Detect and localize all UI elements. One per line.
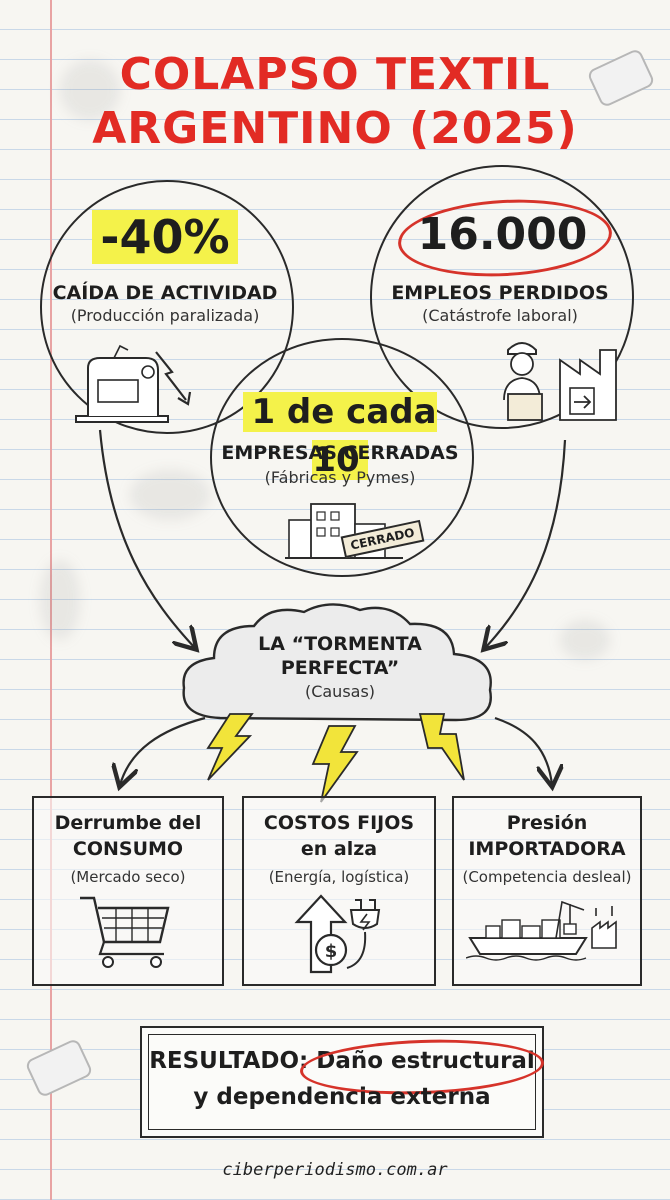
stat-value-companies: 1 de cada 10	[215, 388, 465, 484]
storm-title-line-1: LA “TORMENTA	[258, 633, 422, 655]
stat-value-highlight: 1 de cada 10	[243, 392, 437, 480]
notebook-margin-line	[50, 0, 52, 1200]
stat-circle-activity	[40, 180, 294, 434]
cause-sub: (Mercado seco)	[70, 868, 186, 886]
stat-value-highlight: -40%	[92, 210, 238, 264]
cause-heading-2: en alza	[300, 838, 378, 860]
pencil-smudge	[130, 470, 210, 520]
stat-value-jobs: 16.000	[417, 209, 588, 260]
shopping-cart-icon	[80, 896, 170, 968]
source-footer: ciberperiodismo.com.ar	[222, 1160, 448, 1180]
stat-value-activity: -40%	[60, 208, 270, 266]
pencil-smudge	[560, 620, 610, 660]
stat-circle-companies	[210, 338, 474, 577]
cause-heading-1: Presión	[506, 812, 588, 834]
lightning-bolt-icon	[418, 713, 465, 781]
stat-sub-activity: (Producción paralizada)	[70, 306, 260, 325]
stat-sub-companies: (Fábricas y Pymes)	[264, 468, 416, 487]
storm-sub: (Causas)	[304, 682, 376, 701]
stat-label-jobs: EMPLEOS PERDIDOS	[391, 282, 609, 304]
cause-box-consumption: Derrumbe del CONSUMO (Mercado seco)	[32, 796, 224, 986]
svg-text:$: $	[325, 941, 338, 962]
sewing-machine-icon	[75, 344, 192, 423]
lightning-bolt-icon	[206, 713, 254, 781]
cause-box-fixed-costs: COSTOS FIJOS en alza (Energía, logística…	[242, 796, 436, 986]
cause-box-imports: Presión IMPORTADORA (Competencia desleal…	[452, 796, 642, 986]
pencil-smudge	[40, 560, 80, 640]
stat-sub-jobs: (Catástrofe laboral)	[422, 306, 578, 325]
lightning-bolt-icon	[311, 725, 359, 803]
cause-heading-2: IMPORTADORA	[468, 838, 626, 860]
result-emphasis: Daño estructural	[316, 1048, 535, 1074]
cause-sub: (Competencia desleal)	[462, 868, 632, 886]
cause-heading-1: COSTOS FIJOS	[263, 812, 415, 834]
result-prefix: RESULTADO:	[149, 1048, 309, 1074]
result-box-inner-border	[148, 1034, 536, 1130]
storm-title-line-2: PERFECTA”	[280, 657, 400, 679]
stat-label-companies: EMPRESAS CERRADAS	[221, 442, 459, 464]
stat-label-activity: CAÍDA DE ACTIVIDAD	[52, 282, 278, 304]
result-line-1: RESULTADO: Daño estructural	[142, 1048, 542, 1074]
rising-cost-icon: $	[294, 894, 381, 974]
result-box: RESULTADO: Daño estructural y dependenci…	[140, 1026, 545, 1138]
title-line-1: COLAPSO TEXTIL	[119, 49, 551, 100]
page-title: COLAPSO TEXTIL ARGENTINO (2025)	[0, 48, 670, 156]
unemployed-worker-icon	[503, 342, 617, 421]
pencil-smudge	[60, 60, 120, 120]
title-line-2: ARGENTINO (2025)	[92, 103, 578, 154]
cause-sub: (Energía, logística)	[268, 868, 410, 886]
stat-circle-jobs	[370, 165, 634, 429]
cargo-ship-icon	[466, 900, 617, 961]
storm-title: LA “TORMENTA PERFECTA”	[200, 632, 480, 680]
cause-heading-1: Derrumbe del	[54, 812, 202, 834]
cause-heading-2: CONSUMO	[72, 838, 184, 860]
storm-cloud-icon	[182, 603, 492, 722]
result-line-2: y dependencia externa	[193, 1084, 491, 1110]
